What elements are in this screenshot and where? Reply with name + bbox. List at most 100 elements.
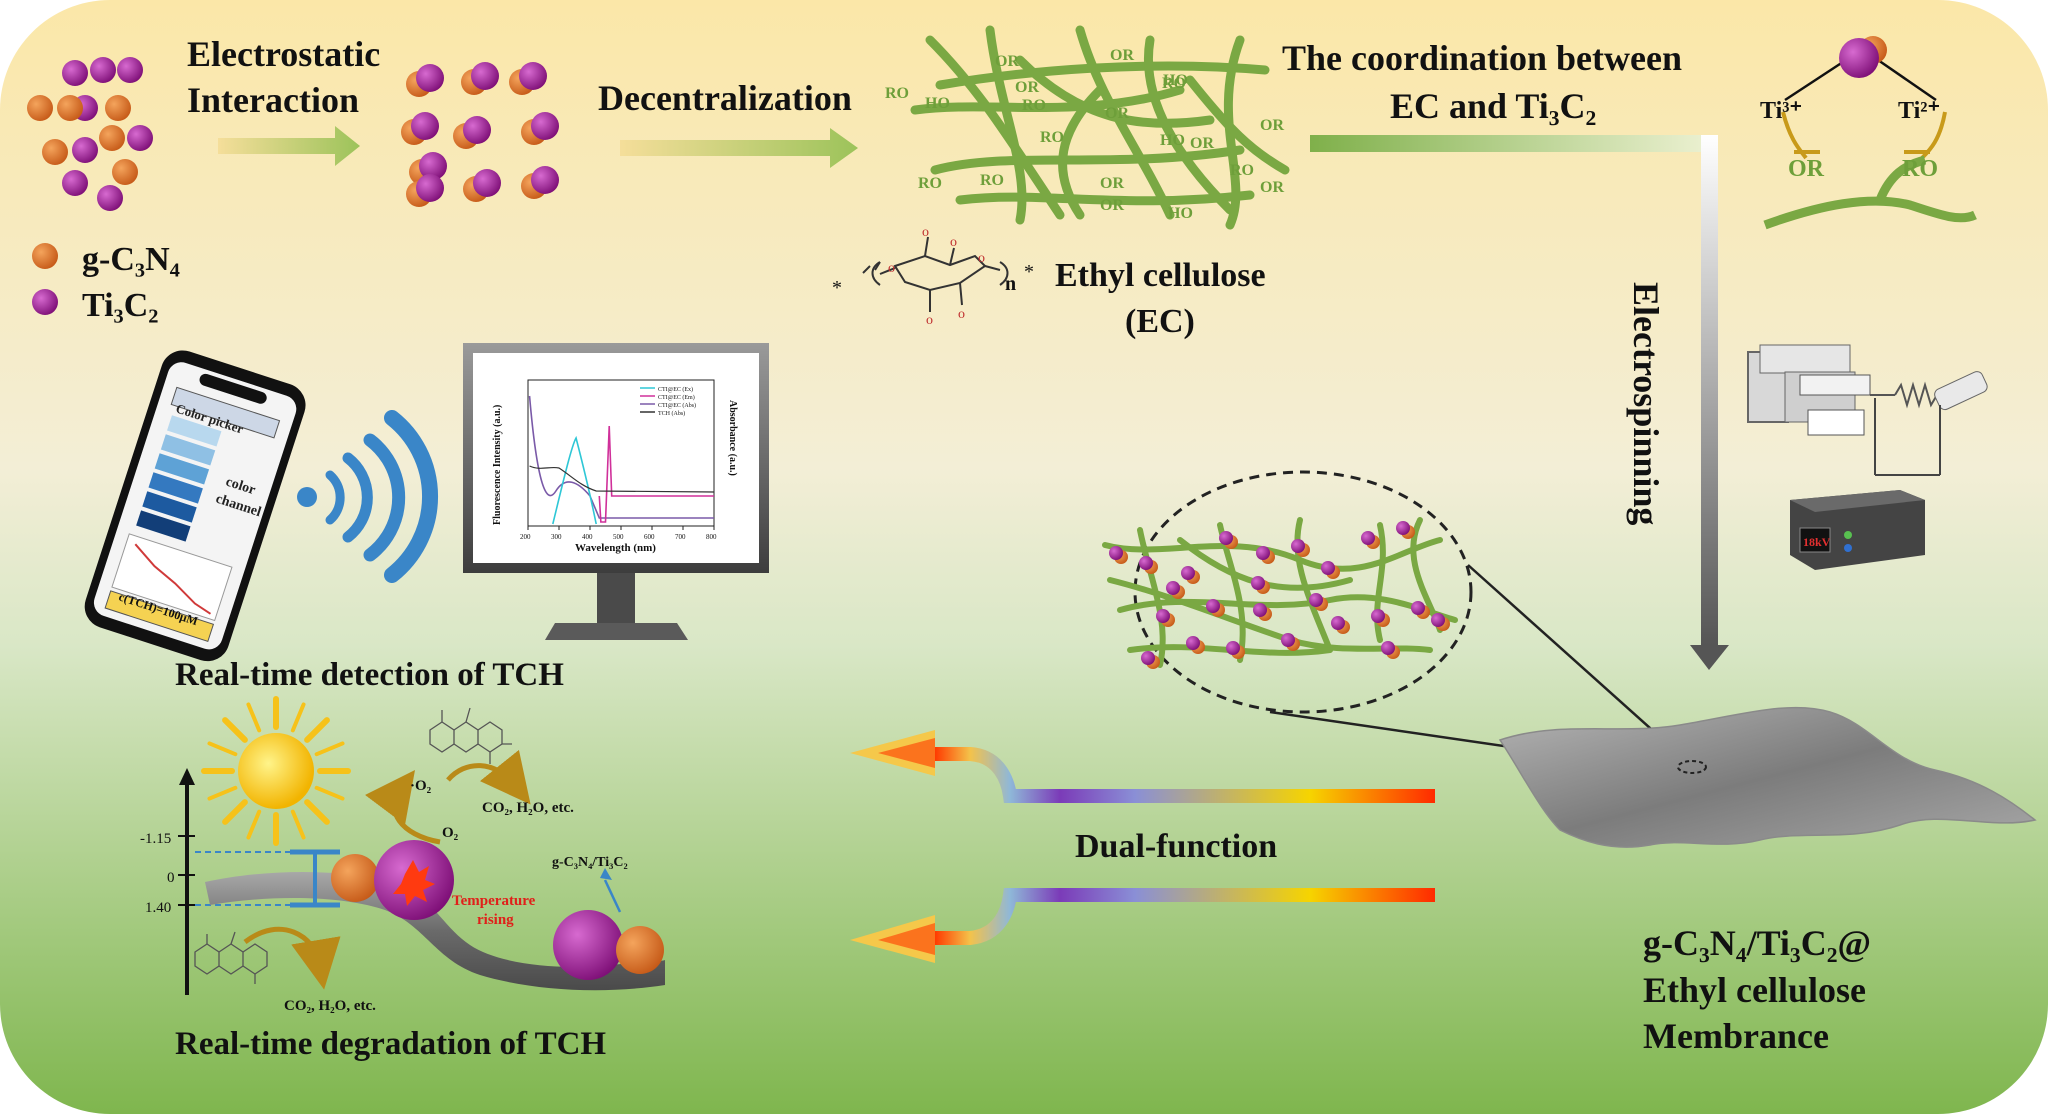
svg-text:OR: OR [1190, 135, 1214, 152]
network-particle-ti [1156, 609, 1170, 623]
label-dual-function: Dual-function [1075, 828, 1277, 865]
ec-structure-labels: o o o o o o [888, 225, 985, 328]
section-detection-title: Real-time detection of TCH [175, 657, 564, 693]
particle [27, 95, 53, 121]
svg-text:RO: RO [980, 172, 1004, 189]
svg-text:o: o [922, 225, 929, 240]
particle [62, 60, 88, 86]
svg-text:o: o [888, 261, 895, 276]
membrane-sheet [1498, 706, 2037, 848]
ec-structure-star-right: * [1024, 261, 1034, 283]
tch-molecule-top [429, 707, 512, 764]
network-particle-ti [1411, 601, 1425, 615]
spectrum-x-tick-label: 500 [613, 533, 624, 541]
sun-ray [314, 741, 345, 757]
svg-text:o: o [926, 313, 933, 328]
coordination-diagram [1763, 36, 1977, 230]
network-particle-ti [1219, 531, 1233, 545]
svg-text:RO: RO [1022, 97, 1046, 114]
spectrum-x-tick-label: 300 [551, 533, 562, 541]
particle-pair-ti [463, 116, 491, 144]
sun-ray [222, 717, 248, 743]
particle [72, 137, 98, 163]
svg-text:RO: RO [1230, 162, 1254, 179]
sun-ray [246, 702, 262, 733]
legend-gcn-dot [32, 243, 58, 269]
legend-gcn-label: g-C₃N₄ [82, 241, 180, 278]
spectrum-x-tick-label: 200 [520, 533, 531, 541]
svg-text:HO: HO [1160, 132, 1185, 149]
svg-text:RO: RO [885, 85, 909, 102]
particle-pair-ti [419, 152, 447, 180]
temperature-label-2: rising [477, 912, 514, 928]
ec-chemical-structure [862, 236, 1009, 312]
particle [112, 159, 138, 185]
network-particle-ti [1331, 616, 1345, 630]
svg-text:RO: RO [1162, 75, 1186, 92]
network-particle-ti [1396, 521, 1410, 535]
network-particle-ti [1109, 546, 1123, 560]
membrane-zoom-view [1102, 470, 1689, 774]
network-particle-ti [1181, 566, 1195, 580]
particle [97, 185, 123, 211]
svg-text:OR: OR [1260, 179, 1284, 196]
network-particle-ti [1141, 651, 1155, 665]
spectrum-legend-label: CTI@EC (Abs) [658, 402, 696, 409]
sun-ray [290, 702, 306, 733]
tch-molecule-bottom [194, 931, 268, 984]
label-decentralization: Decentralization [598, 78, 852, 118]
sun-ray [304, 717, 330, 743]
network-particle-ti [1309, 593, 1323, 607]
network-particle-ti [1291, 539, 1305, 553]
coordination-ro: RO [1902, 156, 1938, 182]
dual-function-arrows [850, 730, 1435, 963]
svg-text:o: o [950, 235, 957, 250]
spectrum-legend-label: CTI@EC (Em) [658, 394, 695, 401]
particle-pair-ti [416, 174, 444, 202]
catalyst-pointer [603, 879, 622, 913]
spectrum-line-tch [529, 465, 715, 493]
particle [117, 57, 143, 83]
particle-cluster-paired [401, 62, 559, 207]
particle-pair-ti [411, 112, 439, 140]
particle-pair-ti [531, 166, 559, 194]
spectrum-x-tick-label: 600 [644, 533, 655, 541]
sun-ray [304, 799, 330, 825]
ec-group-labels: OR OR HO RO HO OR RO RO OR OR RO HO OR R… [885, 47, 1284, 222]
label-electrostatic-1: Electrostatic [187, 34, 380, 74]
coordination-connector [1310, 135, 1718, 152]
spectrum-x-label: Wavelength (nm) [575, 542, 656, 554]
electrospinning-connector [1701, 135, 1718, 645]
label-membrane-3: Membrance [1643, 1016, 1829, 1056]
sun-ray [207, 741, 238, 757]
products-top-label: CO₂, H₂O, etc. [482, 800, 574, 816]
spectrum-y-right-label: Absorbance (a.u.) [727, 400, 738, 476]
svg-text:OR: OR [1260, 117, 1284, 134]
network-particle-ti [1371, 609, 1385, 623]
particle-pair-ti [471, 62, 499, 90]
legend-ti-dot [32, 289, 58, 315]
svg-text:RO: RO [918, 175, 942, 192]
particle [105, 95, 131, 121]
catalyst-band [205, 840, 665, 991]
network-particle-ti [1206, 599, 1220, 613]
particle [42, 139, 68, 165]
reaction-arrows [243, 749, 531, 990]
svg-text:HO: HO [1163, 72, 1188, 89]
coordination-or: OR [1788, 156, 1825, 182]
network-particle-ti [1226, 641, 1240, 655]
svg-text:OR: OR [1105, 105, 1129, 122]
svg-text:o: o [958, 307, 965, 322]
network-particle-ti [1431, 613, 1445, 627]
particle-cluster-mixed [27, 57, 153, 211]
spectrum-x-tick-label: 800 [706, 533, 717, 541]
svg-text:o: o [978, 251, 985, 266]
products-bottom-label: CO₂, H₂O, etc. [284, 998, 376, 1014]
network-particle-ti [1139, 556, 1153, 570]
label-coordination-1: The coordination between [1282, 38, 1682, 78]
network-particle-ti [1381, 641, 1395, 655]
label-membrane-2: Ethyl cellulose [1643, 970, 1866, 1010]
